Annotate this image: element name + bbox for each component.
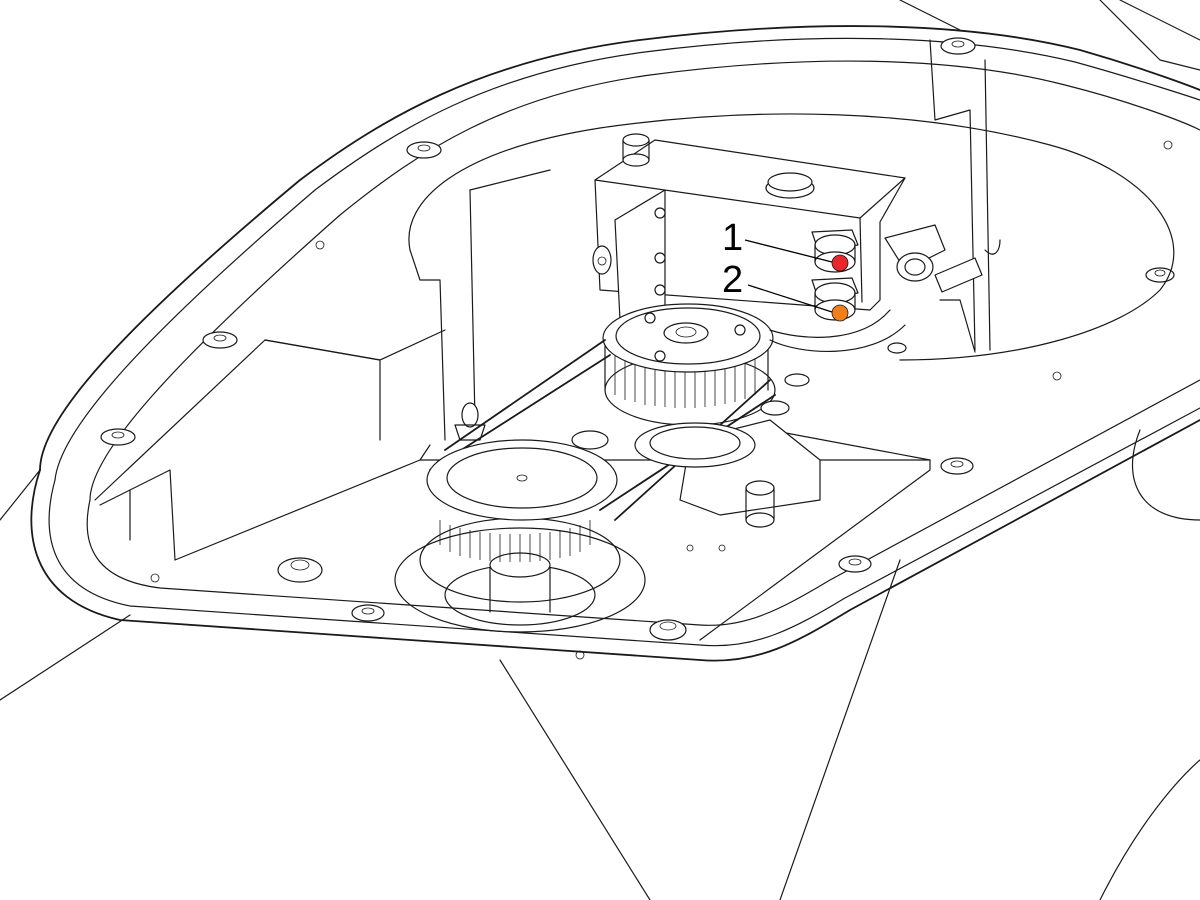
- upper-pulley: [602, 303, 776, 426]
- motor-mount: [454, 309, 907, 528]
- bolt-icon: [940, 457, 974, 475]
- inner-cavity: [94, 39, 1175, 561]
- air-fittings: [884, 224, 1001, 353]
- bolt-icon: [277, 557, 323, 583]
- bolt-icon: [406, 141, 442, 159]
- callout-label-1: 1: [722, 217, 743, 259]
- valve-2: [811, 277, 859, 321]
- bolt-icon: [940, 37, 976, 55]
- bolt-icon: [838, 555, 872, 573]
- callout-leaders: [744, 239, 833, 313]
- callout-marker-2-icon: [831, 304, 849, 322]
- callout-label-2: 2: [722, 259, 743, 301]
- base-plate: [174, 429, 931, 641]
- bolt-icon: [100, 428, 136, 446]
- bolt-icon: [202, 331, 238, 349]
- lower-pulley: [394, 439, 646, 633]
- bolt-icon: [649, 619, 687, 641]
- callout-marker-1-icon: [831, 254, 849, 272]
- bolt-icon: [351, 604, 385, 622]
- rim-bolts: [100, 37, 1175, 660]
